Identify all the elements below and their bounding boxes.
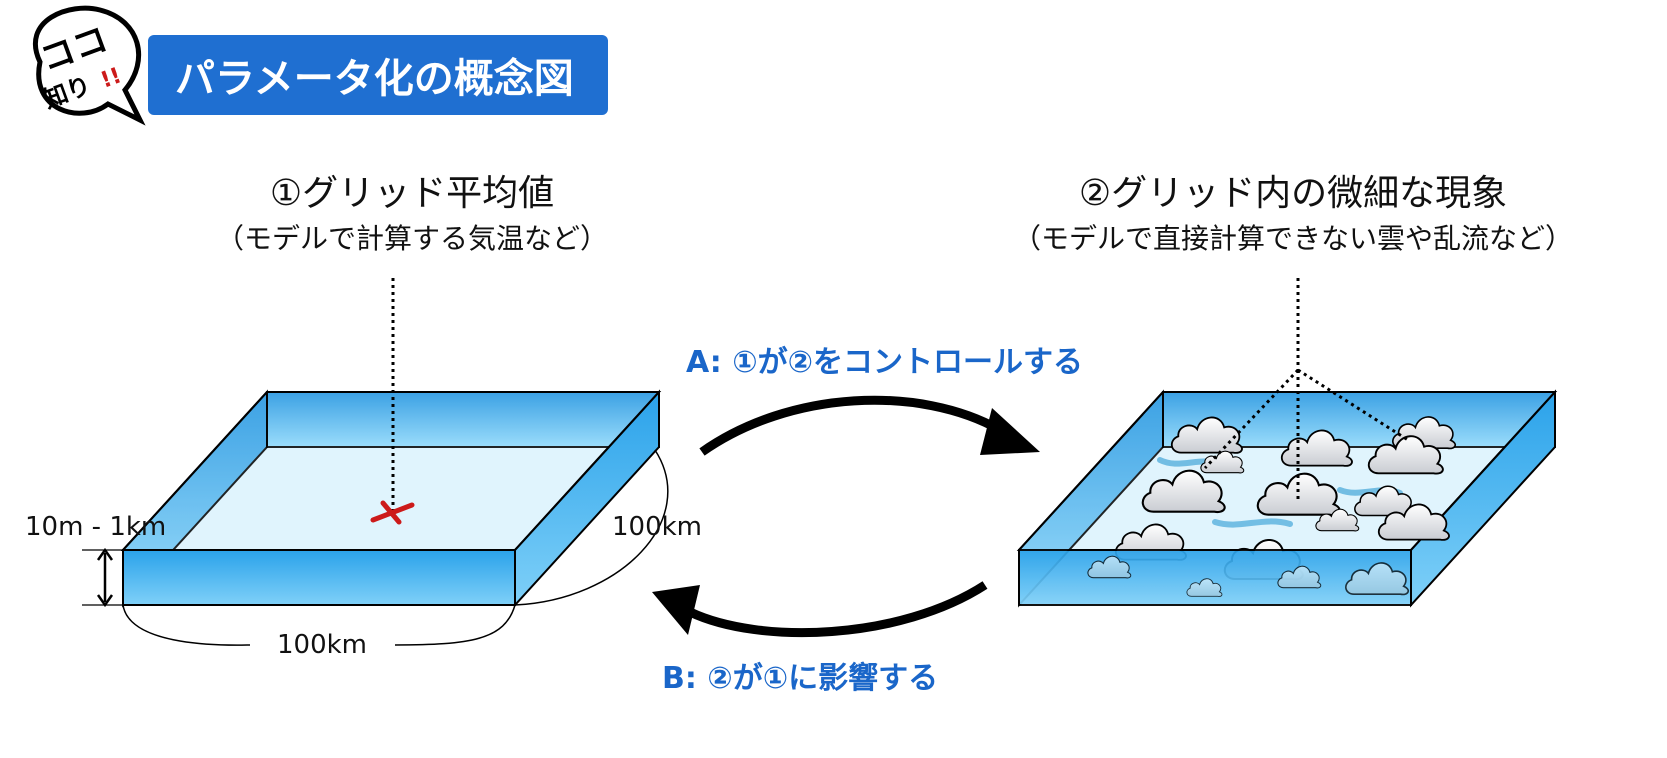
left-subheading: （モデルで計算する気温など） (216, 222, 608, 255)
arrow-b-head (652, 585, 700, 635)
width-dimension-curve-left (122, 604, 251, 646)
arrow-a-head (980, 408, 1040, 455)
grid-box-left-front-wall (122, 549, 516, 606)
page-title: パラメータ化の概念図 (175, 56, 574, 102)
right-subheading: （モデルで直接計算できない雲や乱流など） (1013, 222, 1573, 255)
arrow-b (688, 581, 988, 638)
width-label: 100km (277, 630, 367, 660)
depth-label: 100km (612, 512, 702, 542)
grid-mean-marker (370, 500, 415, 525)
title-banner (148, 35, 608, 115)
height-label: 10m - 1km (25, 512, 166, 542)
grid-box-left (120, 389, 662, 608)
arrow-b-label: B: ②が①に影響する (662, 661, 938, 696)
grid-box-left-back-wall (266, 391, 660, 448)
depth-dimension-curve (514, 449, 669, 606)
header-badge: ココ 知り !! (32, 5, 146, 126)
speech-bubble-icon (32, 5, 146, 126)
arrow-a-label: A: ①が②をコントロールする (686, 345, 1083, 380)
right-pointer-lines (1203, 278, 1409, 500)
width-dimension-curve-right (394, 604, 516, 646)
arrow-a (699, 395, 1003, 456)
right-heading: ②グリッド内の微細な現象 (1079, 173, 1507, 214)
left-heading: ①グリッド平均値 (270, 173, 554, 214)
